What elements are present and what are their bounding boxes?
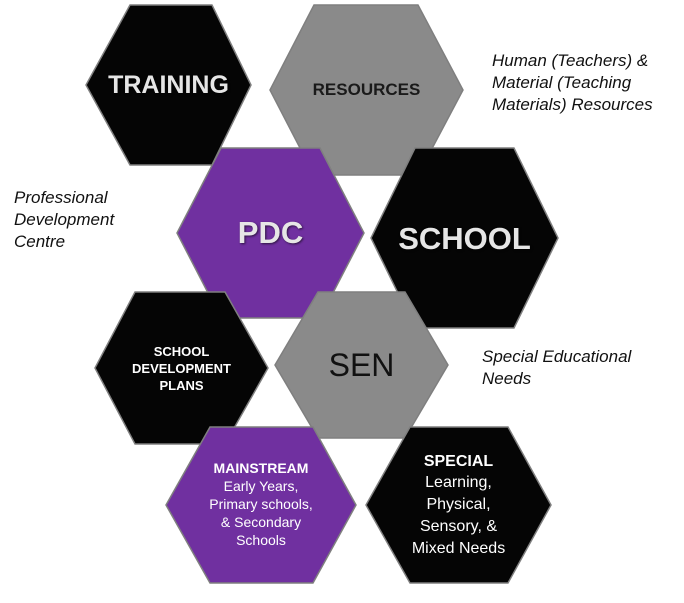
sen-note-line-2: Needs — [482, 369, 532, 388]
sen-note-line-1: Special Educational — [482, 347, 632, 366]
school-hexagon — [370, 147, 559, 329]
pdc-note-line-2: Development — [14, 210, 115, 229]
sen-note: Special Educational Needs — [482, 346, 667, 390]
resources-note: Human (Teachers) & Material (Teaching Ma… — [492, 50, 677, 116]
pdc-note-line-1: Professional — [14, 188, 108, 207]
pdc-note-line-3: Centre — [14, 232, 66, 251]
mainstream-hexagon — [165, 426, 357, 584]
resources-note-line-2: Material (Teaching — [492, 73, 632, 92]
resources-note-line-1: Human (Teachers) & — [492, 51, 649, 70]
training-hexagon — [85, 4, 252, 166]
special-hexagon — [365, 426, 552, 584]
resources-note-line-3: Materials) Resources — [492, 95, 653, 114]
pdc-note: Professional Development Centre — [14, 187, 164, 253]
